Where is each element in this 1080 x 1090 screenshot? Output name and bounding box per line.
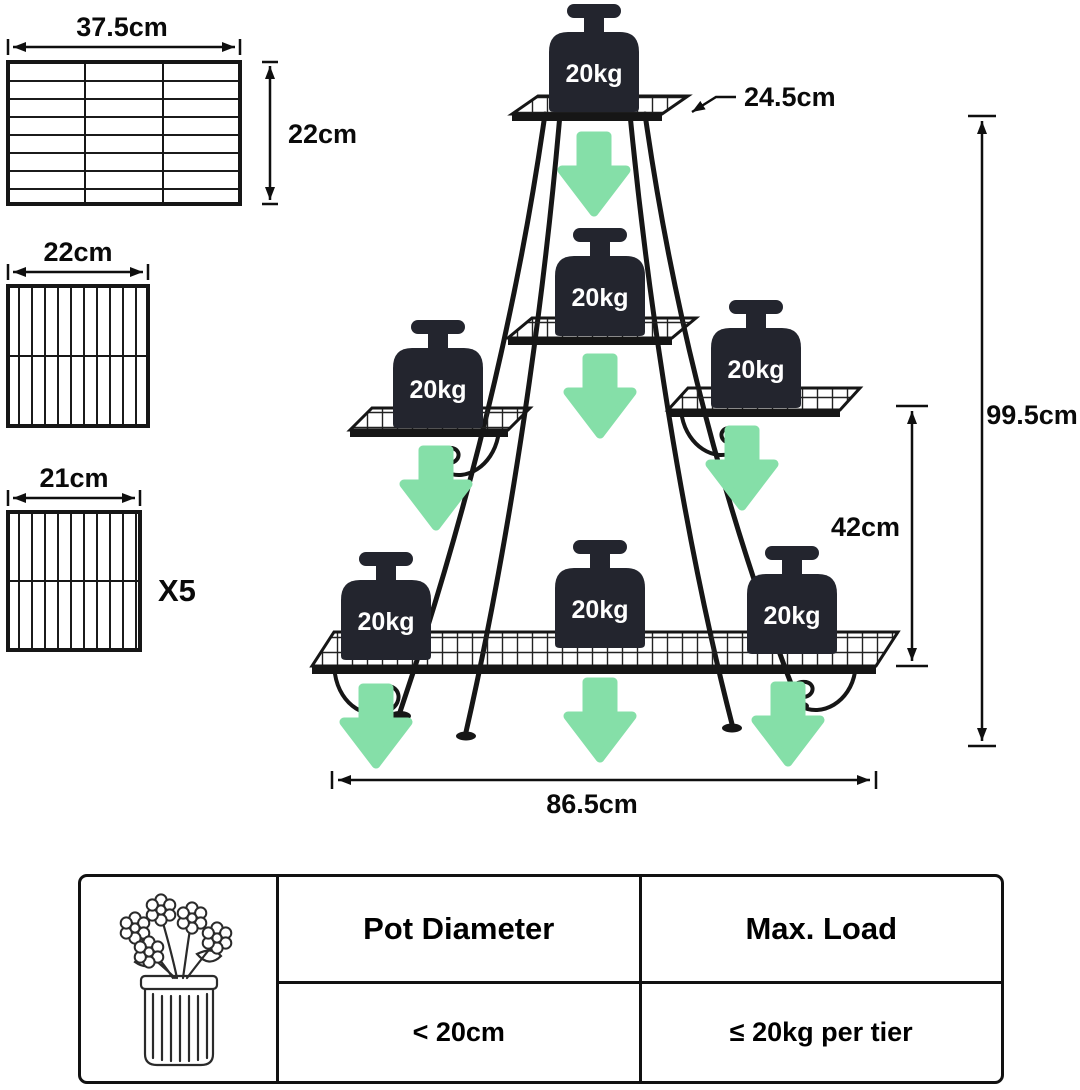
weight-second-tier bbox=[555, 228, 645, 336]
top-depth-leader-line bbox=[691, 95, 736, 114]
flower-vase-illustration bbox=[119, 893, 232, 1067]
top-shelf-dividers bbox=[84, 61, 164, 205]
weight-top bbox=[549, 4, 639, 112]
max-load-header: Max. Load bbox=[638, 877, 1001, 984]
total-height-label: 99.5cm bbox=[986, 400, 1078, 430]
second-tier-edge bbox=[508, 338, 672, 345]
top-shelf-height-label: 22cm bbox=[288, 119, 357, 149]
daisy-flower bbox=[176, 901, 207, 935]
top-shelf-height-dim-ticks bbox=[262, 60, 278, 206]
weight-bottom-left bbox=[341, 552, 431, 660]
top-depth-label: 24.5cm bbox=[744, 82, 836, 112]
tier-height-label: 42cm bbox=[831, 512, 900, 542]
total-height-dim-ticks bbox=[968, 114, 996, 748]
small-shelf-width-label: 21cm bbox=[39, 463, 108, 493]
base-width-dim-ticks bbox=[330, 771, 878, 789]
daisy-flower bbox=[145, 893, 176, 927]
jar-lip bbox=[139, 974, 218, 991]
daisy-flower bbox=[133, 935, 164, 969]
weight-bottom-right bbox=[747, 546, 837, 654]
top-shelf-width-label: 37.5cm bbox=[76, 12, 168, 42]
tier-height-dim-ticks bbox=[896, 404, 928, 668]
weight-right-shelf bbox=[711, 300, 801, 408]
base-width-label: 86.5cm bbox=[546, 789, 638, 819]
down-arrow-bottom-right bbox=[756, 686, 820, 762]
down-arrow-second-tier bbox=[568, 358, 632, 434]
square-shelf-dim-ticks bbox=[6, 264, 150, 280]
foot-inner-right bbox=[722, 723, 742, 733]
spec-table: Pot Diameter Max. Load < 20cm ≤ 20kg per… bbox=[78, 874, 1004, 1084]
daisy-flower bbox=[201, 921, 232, 955]
pot-diameter-value: < 20cm bbox=[276, 983, 639, 1081]
small-shelf-count-label: X5 bbox=[158, 573, 196, 608]
down-arrow-top bbox=[562, 136, 626, 212]
top-tier-edge bbox=[512, 114, 662, 121]
square-shelf-diagram: 22cm bbox=[6, 237, 150, 428]
foot-inner-left bbox=[456, 731, 476, 741]
bottom-tier-edge bbox=[312, 666, 876, 674]
pot-diameter-header: Pot Diameter bbox=[276, 877, 639, 984]
vase-illustration-cell bbox=[81, 877, 276, 1081]
jar-ridges bbox=[151, 992, 208, 1063]
stand-diagram-svg: 20kg 37.5cm 22cm bbox=[6, 4, 1078, 819]
jar-body bbox=[143, 987, 214, 1067]
dimension-annotations: 24.5cm 99.5cm 42cm 86.5cm bbox=[330, 82, 1078, 819]
weight-left-shelf bbox=[393, 320, 483, 428]
down-arrow-bottom-center bbox=[568, 682, 632, 758]
top-shelf-wire-panel bbox=[6, 60, 242, 206]
down-arrow-right-shelf bbox=[710, 430, 774, 506]
max-load-value: ≤ 20kg per tier bbox=[638, 983, 1002, 1081]
small-shelf-dim-ticks bbox=[6, 490, 142, 506]
weight-bottom-center bbox=[555, 540, 645, 648]
right-side-edge bbox=[668, 410, 840, 417]
square-shelf-width-label: 22cm bbox=[43, 237, 112, 267]
top-shelf-diagram: 37.5cm 22cm bbox=[6, 12, 357, 206]
left-side-edge bbox=[350, 430, 508, 437]
top-shelf-width-dim-ticks bbox=[6, 39, 242, 55]
small-shelf-diagram: 21cm X5 bbox=[6, 463, 196, 652]
